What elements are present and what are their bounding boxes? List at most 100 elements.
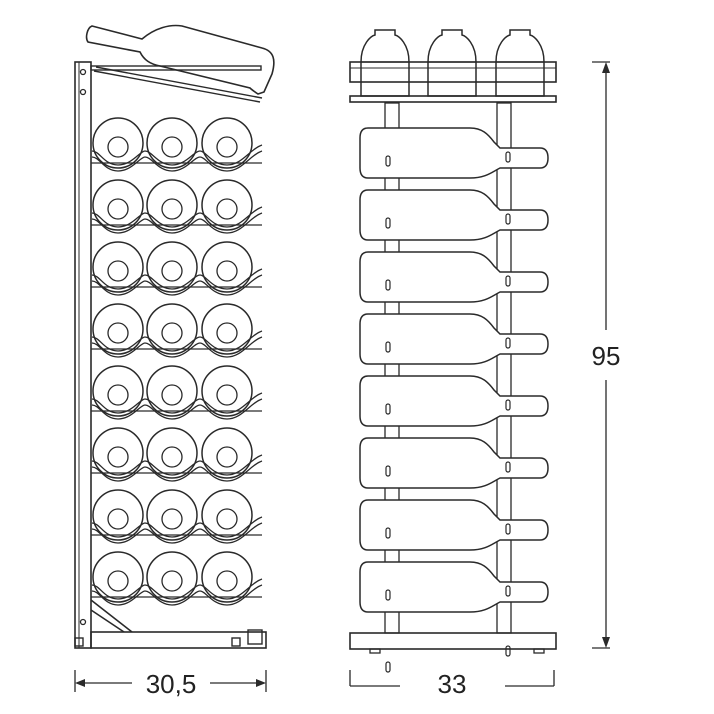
bottle-base-outer bbox=[201, 489, 253, 541]
bottle-base-outer bbox=[92, 489, 144, 541]
width-dimension: 33 bbox=[349, 669, 555, 699]
support-pin bbox=[505, 399, 511, 411]
depth-dimension: 30,5 bbox=[74, 669, 267, 699]
front-bottle-slot bbox=[359, 251, 549, 363]
bottle-base-punt bbox=[107, 508, 129, 530]
front-base bbox=[349, 632, 557, 654]
front-top-bottle bbox=[495, 29, 545, 97]
bottle-base-outer bbox=[201, 365, 253, 417]
bottle-base-outer bbox=[146, 241, 198, 293]
height-dimension: 95 bbox=[592, 61, 621, 649]
height-dimension-label: 95 bbox=[592, 341, 621, 371]
support-pin bbox=[385, 465, 391, 477]
bottle-base-outer bbox=[146, 303, 198, 355]
bottle-base-punt bbox=[107, 446, 129, 468]
bottle-base-punt bbox=[161, 446, 183, 468]
wire-cradle bbox=[91, 522, 263, 544]
support-pin bbox=[385, 217, 391, 229]
wire-cradle bbox=[91, 584, 263, 606]
bottle-base-punt bbox=[161, 198, 183, 220]
wire-cradle bbox=[91, 392, 263, 414]
support-pin bbox=[385, 589, 391, 601]
front-rods bbox=[384, 102, 512, 634]
bottle-base-punt bbox=[161, 384, 183, 406]
bottle-base-punt bbox=[216, 384, 238, 406]
bottle-base-punt bbox=[107, 198, 129, 220]
support-pin bbox=[505, 337, 511, 349]
bottle-base-outer bbox=[92, 303, 144, 355]
bottle-base-outer bbox=[201, 117, 253, 169]
bottle-base-punt bbox=[161, 260, 183, 282]
bottle-silhouette bbox=[359, 127, 549, 179]
side-top-bottle bbox=[85, 24, 275, 103]
front-top-shelf bbox=[349, 61, 557, 103]
bottle-base-outer bbox=[92, 427, 144, 479]
bottle-base-punt bbox=[216, 570, 238, 592]
wire-cradle bbox=[91, 144, 263, 166]
wire-cradle bbox=[91, 330, 263, 352]
wire-cradle bbox=[91, 206, 263, 228]
bottle-silhouette bbox=[359, 375, 549, 427]
bottle-base-punt bbox=[161, 508, 183, 530]
side-top-bar bbox=[90, 65, 262, 71]
bottle-base-outer bbox=[201, 551, 253, 603]
front-bottle-slot bbox=[359, 561, 549, 673]
bottle-base-punt bbox=[107, 384, 129, 406]
wire-cradle bbox=[91, 516, 263, 538]
wire-cradle bbox=[91, 212, 263, 234]
bottle-silhouette bbox=[359, 189, 549, 241]
wire-cradle bbox=[91, 398, 263, 420]
front-view: 33 95 bbox=[349, 29, 621, 699]
side-row bbox=[91, 551, 263, 606]
bottle-base-outer bbox=[146, 365, 198, 417]
side-base bbox=[74, 599, 267, 649]
bottle-base-outer bbox=[92, 179, 144, 231]
bottle-shoulder bbox=[360, 29, 410, 97]
bottle-base-punt bbox=[216, 260, 238, 282]
depth-dimension-label: 30,5 bbox=[146, 669, 197, 699]
side-row bbox=[91, 427, 263, 482]
side-view: 30,5 bbox=[74, 24, 275, 699]
wire-cradle bbox=[91, 454, 263, 476]
bottle-base-outer bbox=[146, 117, 198, 169]
wire-cradle bbox=[91, 268, 263, 290]
bottle-base-outer bbox=[146, 427, 198, 479]
bottle-base-punt bbox=[161, 570, 183, 592]
bottle-base-outer bbox=[201, 303, 253, 355]
support-pin bbox=[505, 213, 511, 225]
bottle-base-punt bbox=[216, 136, 238, 158]
side-row bbox=[91, 241, 263, 296]
bottle-base-outer bbox=[92, 117, 144, 169]
front-top-bottle bbox=[360, 29, 410, 97]
side-row bbox=[91, 365, 263, 420]
bottle-base-outer bbox=[92, 551, 144, 603]
bottle-silhouette bbox=[359, 251, 549, 303]
bottle-shoulder bbox=[495, 29, 545, 97]
bottle-base-punt bbox=[216, 322, 238, 344]
front-bottle-slots bbox=[359, 127, 549, 673]
bottle-base-punt bbox=[161, 136, 183, 158]
bottle-base-outer bbox=[92, 365, 144, 417]
front-top-bottles bbox=[360, 29, 545, 97]
side-row bbox=[91, 303, 263, 358]
bottle-base-outer bbox=[92, 241, 144, 293]
bottle-silhouette bbox=[359, 499, 549, 551]
support-pin bbox=[385, 403, 391, 415]
side-bottle-rows bbox=[91, 117, 263, 606]
front-bottle-slot bbox=[359, 313, 549, 425]
support-pin bbox=[385, 341, 391, 353]
bottle-base-punt bbox=[216, 446, 238, 468]
side-row bbox=[91, 179, 263, 234]
support-pin bbox=[385, 155, 391, 167]
bottle-base-punt bbox=[216, 198, 238, 220]
bottle-base-outer bbox=[201, 427, 253, 479]
bottle-base-outer bbox=[201, 179, 253, 231]
width-dimension-label: 33 bbox=[438, 669, 467, 699]
bottle-silhouette bbox=[359, 437, 549, 489]
bottle-base-punt bbox=[216, 508, 238, 530]
bottle-base-punt bbox=[107, 136, 129, 158]
bottle-base-punt bbox=[107, 570, 129, 592]
bottle-base-punt bbox=[107, 260, 129, 282]
bottle-base-outer bbox=[146, 551, 198, 603]
